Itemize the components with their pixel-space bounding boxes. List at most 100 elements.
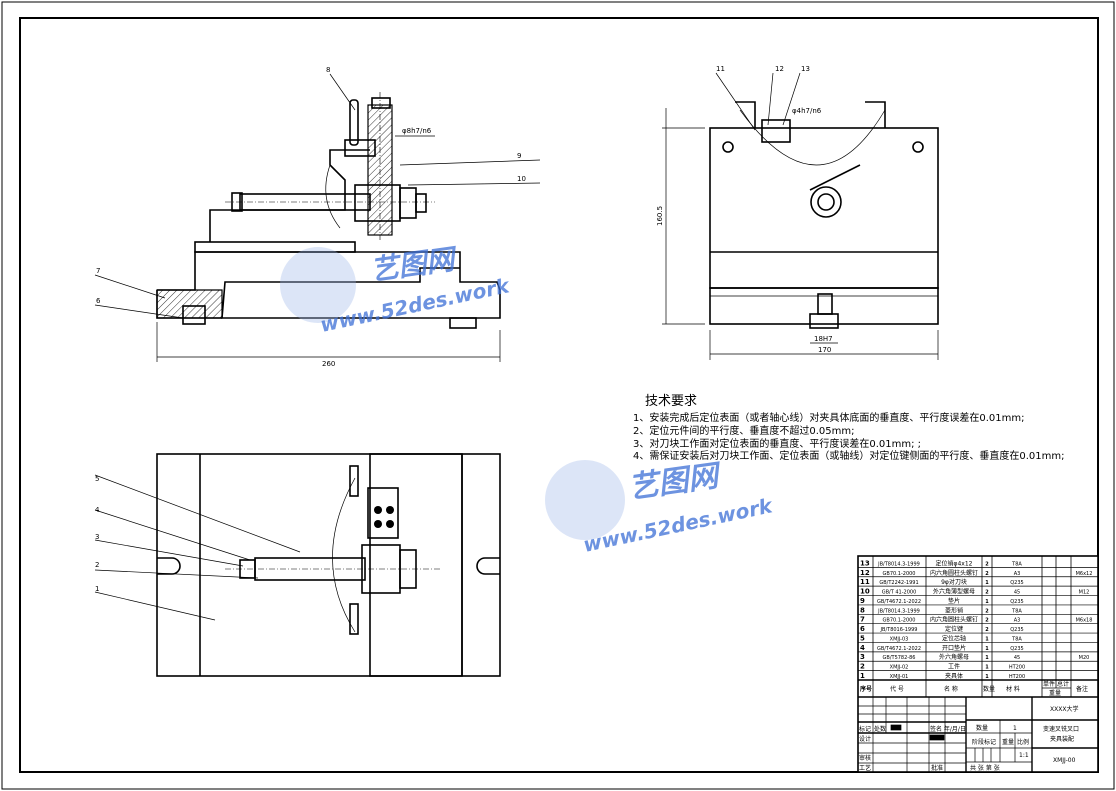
header-single: 单件 (1043, 680, 1055, 688)
cell-material: HT200 (1009, 665, 1025, 671)
cell-code: GB/T2242-1991 (879, 580, 918, 586)
drawing-number: XMJJ-00 (1053, 757, 1076, 764)
cell-no: 6 (860, 625, 865, 633)
drawing-frame (19, 17, 1099, 773)
qty-value: 1 (1013, 725, 1017, 732)
table-row: 1 XMJJ-01 夹具体 1 HT200 (860, 672, 1025, 680)
cell-name: 外六角螺母 (939, 653, 969, 661)
cell-material: HT200 (1009, 674, 1025, 680)
cell-name: 定位键 (945, 625, 963, 633)
cell-name: 开口垫片 (942, 644, 966, 652)
dim-key-fit: 18H7 (814, 335, 833, 343)
cell-material: A3 (1014, 618, 1021, 624)
cell-no: 5 (860, 634, 865, 642)
cell-remark: M20 (1079, 655, 1090, 661)
top-view: 5 4 3 2 1 (94, 453, 501, 677)
header-code: 代 号 (890, 685, 904, 693)
cell-qty: 2 (985, 618, 989, 624)
balloon-6: 6 (96, 297, 101, 305)
title-block (858, 697, 1098, 772)
header-name: 名 称 (944, 685, 958, 693)
balloon-7: 7 (96, 267, 100, 275)
label-review: 审核 (859, 754, 871, 762)
svg-text:艺图网: 艺图网 (368, 242, 460, 287)
scale-label: 比例 (1017, 738, 1029, 746)
cell-code: GB/T4672.1-2022 (877, 599, 921, 605)
scale-value: 1:1 (1019, 752, 1029, 759)
cell-material: T8A (1011, 608, 1022, 614)
cell-qty: 1 (985, 674, 989, 680)
cell-qty: 2 (985, 627, 989, 633)
cell-no: 8 (860, 606, 865, 614)
balloon-8: 8 (326, 66, 330, 74)
cell-no: 11 (860, 578, 870, 586)
balloon-3: 3 (95, 533, 99, 541)
cell-name: 内六角圆柱头螺钉 (930, 616, 978, 624)
cell-code: GB/T5782-86 (883, 655, 916, 661)
tech-req-item: 4、需保证安装后对刀块工作面、定位表面（或轴线）对定位键侧面的平行度、垂直度在0… (633, 449, 1064, 462)
cell-no: 7 (860, 616, 865, 624)
dim-fit-4: φ4h7/n6 (792, 107, 822, 115)
cell-qty: 2 (985, 590, 989, 596)
cell-remark: M6x12 (1076, 571, 1093, 577)
label-mark: 标记 (859, 725, 871, 733)
cell-no: 12 (860, 569, 870, 577)
cell-code: GB/T4672.1-2022 (877, 646, 921, 652)
cell-no: 1 (860, 672, 865, 680)
balloon-11: 11 (716, 65, 725, 73)
cell-material: Q235 (1010, 646, 1023, 652)
balloon-12: 12 (775, 65, 784, 73)
tech-req-item: 1、安装完成后定位表面（或者轴心线）对夹具体底面的垂直度、平行度误差在0.01m… (633, 411, 1024, 424)
cell-name: 定位销φ4x12 (936, 559, 973, 567)
balloon-5: 5 (95, 475, 99, 483)
school-name: XXXX大学 (1050, 705, 1078, 713)
cell-name: 内六角圆柱头螺钉 (930, 569, 978, 577)
header-material: 材 料 (1006, 685, 1020, 693)
cell-name: 9φ对刀块 (941, 578, 967, 586)
cell-code: XMJJ-01 (890, 674, 909, 680)
technical-requirements: 技术要求 1、安装完成后定位表面（或者轴心线）对夹具体底面的垂直度、平行度误差在… (633, 394, 1064, 462)
header-weight: 重量 (1049, 689, 1061, 697)
side-view: 160.5 170 18H7 φ4h7/n6 11 12 13 (656, 65, 939, 360)
cell-qty: 1 (985, 599, 989, 605)
cell-material: T8A (1011, 561, 1022, 567)
cell-qty: 2 (985, 561, 989, 567)
cell-qty: 1 (985, 665, 989, 671)
cell-remark: M6x18 (1076, 618, 1093, 624)
dim-side-height: 160.5 (656, 206, 664, 226)
cell-no: 13 (860, 559, 870, 567)
cell-qty: 1 (985, 646, 989, 652)
balloon-2: 2 (95, 561, 99, 569)
label-approve: 批准 (931, 764, 943, 772)
label-count: 处数 (874, 725, 886, 733)
cell-name: 夹具体 (945, 672, 963, 680)
cell-qty: 1 (985, 580, 989, 586)
cell-no: 4 (860, 644, 865, 652)
label-process: 工艺 (859, 764, 871, 772)
stage-label: 阶段标记 (972, 738, 996, 746)
watermark-logo: 艺图网 www.52des.work 艺图网 www.52des.work (280, 242, 776, 557)
cell-code: JB/T8014.3-1999 (877, 561, 920, 567)
sheet-count: 共 张 第 张 (970, 764, 1000, 772)
cell-material: Q235 (1010, 599, 1023, 605)
cell-qty: 2 (985, 608, 989, 614)
balloon-10: 10 (517, 175, 526, 183)
table-row: 7 GB70.1-2000 内六角圆柱头螺钉 2 A3 M6x18 (860, 616, 1092, 624)
cell-no: 9 (860, 597, 865, 605)
tech-req-item: 2、定位元件间的平行度、垂直度不超过0.05mm; (633, 424, 854, 437)
table-row: 11 GB/T2242-1991 9φ对刀块 1 Q235 (860, 578, 1024, 586)
cell-material: 45 (1014, 655, 1020, 661)
cell-material: Q235 (1010, 580, 1023, 586)
header-total: 总计 (1057, 680, 1069, 688)
cell-code: GB70.1-2000 (883, 618, 916, 624)
tech-req-title: 技术要求 (645, 394, 697, 409)
cell-name: 工件 (948, 663, 960, 671)
cell-material: A3 (1014, 571, 1021, 577)
cell-no: 3 (860, 653, 865, 661)
